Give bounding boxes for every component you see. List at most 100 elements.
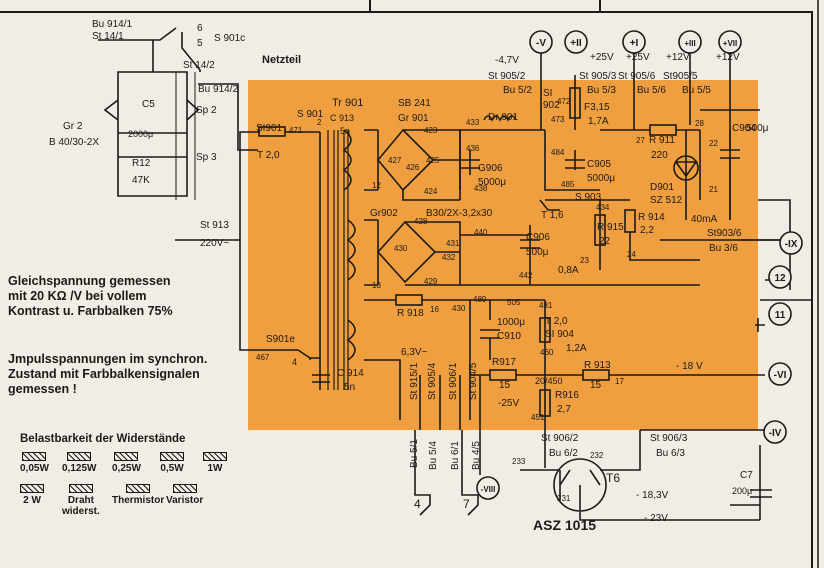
voltage-terminal-label: -IX — [785, 239, 798, 250]
component-label: 13 — [372, 281, 381, 290]
component-label: 433 — [466, 118, 480, 127]
voltage-terminal: +II — [564, 30, 588, 54]
component-label: +12V — [716, 52, 740, 63]
component-label: SZ 512 — [650, 195, 683, 206]
component-label: F3,15 — [584, 102, 610, 113]
component-label: T 1,6 — [541, 210, 564, 221]
voltage-terminal-label: +III — [684, 39, 695, 48]
voltage-terminal-label: -V — [536, 38, 546, 49]
resistor-rating-label: 2 W — [23, 495, 41, 506]
resistor-rating-label: Varistor — [166, 495, 204, 506]
component-label: 500μ — [526, 247, 549, 258]
component-label: +25V — [590, 52, 614, 63]
component-label: St903/6 — [707, 228, 742, 239]
component-label: B30/2X-3,2x30 — [426, 208, 493, 219]
component-label: 28 — [695, 119, 704, 128]
voltage-terminal-label: -VIII — [481, 485, 496, 494]
component-label: G906 — [478, 163, 503, 174]
component-label: Bu 3/6 — [709, 243, 738, 254]
component-label: 430 — [394, 244, 408, 253]
voltage-terminal: -VIII — [476, 476, 500, 500]
component-label: R917 — [492, 357, 516, 368]
component-label: - 23V — [644, 513, 668, 524]
resistor-rating-item: 0,125W — [62, 452, 96, 474]
component-label: 4 — [414, 497, 421, 511]
resistor-rating-label: 0,5W — [160, 463, 184, 474]
component-label: 1000μ — [497, 317, 525, 328]
component-label: - 18,3V — [636, 490, 669, 501]
component-label: 427 — [388, 156, 402, 165]
component-label: 436 — [466, 144, 480, 153]
resistor-rating-item: 0,05W — [20, 452, 49, 474]
resistor-rating-label: 0,25W — [112, 463, 141, 474]
component-label: 15 — [499, 380, 511, 391]
component-label: +12V — [666, 52, 690, 63]
component-label: 1,7A — [588, 116, 609, 127]
voltage-terminal-label: -IV — [769, 428, 782, 439]
component-label: 505 — [507, 298, 521, 307]
resistor-rating-label: Thermistor — [112, 495, 165, 506]
power-supply-panel — [248, 80, 758, 430]
component-label: 27 — [636, 136, 645, 145]
component-label: 460 — [540, 348, 554, 357]
component-label: 220V~ — [200, 238, 229, 249]
resistor-rating-item: 0,25W — [112, 452, 141, 474]
component-label: St 905/6 — [618, 71, 656, 82]
component-label: T 2,0 — [257, 150, 280, 161]
voltage-terminal-label: 12 — [774, 273, 786, 284]
component-label: Bu 6/2 — [549, 448, 578, 459]
resistor-symbol-icon — [22, 452, 47, 461]
component-label: 5000μ — [478, 177, 506, 188]
component-label: 40mA — [691, 214, 717, 225]
component-label: B 40/30-2X — [49, 137, 99, 148]
pulse-voltage-note: Jmpulsspannungen im synchron. Zustand mi… — [8, 352, 208, 396]
component-label: St 906/1 — [448, 362, 459, 400]
component-label: Bu 914/1 — [92, 19, 132, 30]
component-label: Tr 901 — [332, 97, 363, 109]
component-label: St 905/2 — [488, 71, 526, 82]
component-label: C905 — [587, 159, 611, 170]
voltage-terminal: +III — [678, 30, 702, 54]
component-label: Dr 901 — [488, 112, 518, 123]
component-label: 484 — [551, 148, 565, 157]
component-label: R 913 — [584, 360, 611, 371]
component-label: St 905/4 — [427, 362, 438, 400]
component-label: 438 — [474, 184, 488, 193]
component-label: 489 — [473, 295, 487, 304]
component-label: S901e — [266, 334, 295, 345]
component-label: ASZ 1015 — [533, 517, 596, 533]
component-label: Bu 5/5 — [682, 85, 711, 96]
component-label: 485 — [561, 180, 575, 189]
component-label: 24 — [627, 250, 636, 259]
resistor-symbol-icon — [203, 452, 227, 461]
component-label: T6 — [606, 471, 620, 485]
component-label: 428 — [414, 217, 428, 226]
resistor-rating-label: Draht widerst. — [62, 495, 100, 517]
resistor-ratings-title: Belastbarkeit der Widerstände — [20, 433, 186, 445]
component-label: 442 — [519, 271, 533, 280]
component-label: T 2,0 — [545, 316, 568, 327]
voltage-terminal-label: 11 — [775, 310, 786, 321]
component-label: C910 — [497, 331, 521, 342]
resistor-symbol-icon — [67, 452, 92, 461]
component-label: 21 — [709, 185, 718, 194]
resistor-rating-label: 1W — [207, 463, 223, 474]
component-label: 2000μ — [128, 129, 153, 139]
component-label: SB 241 — [398, 98, 431, 109]
voltage-terminal-label: +VII — [723, 39, 737, 48]
component-label: 473 — [551, 115, 565, 124]
component-label: 6,3V~ — [401, 347, 428, 358]
resistor-rating-item: 0,5W — [160, 452, 184, 474]
component-label: -4,7V — [495, 55, 519, 66]
component-label: Gr 2 — [63, 121, 83, 132]
resistor-symbol-icon — [172, 484, 197, 493]
resistor-symbol-icon — [68, 484, 93, 493]
component-label: 220 — [651, 150, 668, 161]
component-label: 23 — [580, 256, 589, 265]
component-label: St 905/3 — [579, 71, 617, 82]
voltage-terminal: 12 — [768, 265, 792, 289]
component-label: R 915 — [597, 222, 624, 233]
component-label: 481 — [539, 301, 553, 310]
